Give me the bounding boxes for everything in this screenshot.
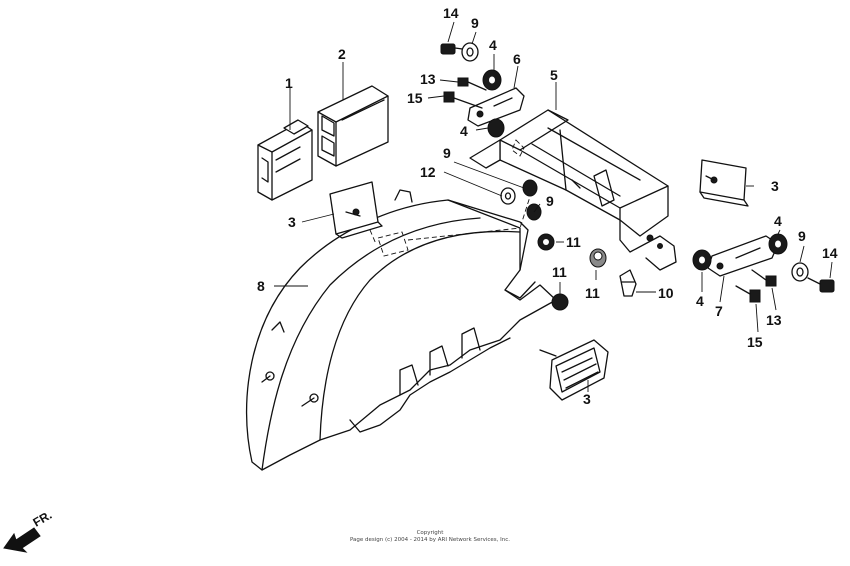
callout-11-c: 11	[552, 264, 567, 280]
callout-14-right: 14	[822, 245, 838, 261]
callout-10: 10	[658, 285, 674, 301]
copyright-line-1: Copyright	[416, 530, 444, 536]
callout-6: 6	[513, 51, 521, 67]
part-2-relay	[317, 85, 389, 167]
callout-8: 8	[257, 278, 265, 294]
callout-9-right: 9	[798, 228, 806, 244]
washer-9-top	[461, 42, 479, 62]
callout-3-reflector: 3	[583, 391, 591, 407]
washer-12	[500, 187, 516, 205]
callout-11-a: 11	[566, 234, 581, 250]
bolt-14-right	[807, 277, 835, 293]
part-3-pad-right	[699, 159, 749, 207]
callout-3-right: 3	[771, 178, 779, 194]
callout-14-top: 14	[443, 5, 459, 21]
callout-5: 5	[550, 67, 558, 83]
leader-lines	[274, 21, 833, 392]
callout-1: 1	[285, 75, 293, 91]
nut-11-c	[551, 293, 569, 311]
callout-4-right-b: 4	[774, 213, 782, 229]
bolt-15-top	[443, 91, 483, 109]
callout-3-left: 3	[288, 214, 296, 230]
copyright-line-2: Page design (c) 2004 - 2014 by ARI Netwo…	[349, 537, 511, 543]
callout-4-top: 4	[489, 37, 497, 53]
callout-9-low: 9	[546, 193, 554, 209]
callout-4-mid: 4	[460, 123, 468, 139]
front-direction-arrow: FR.	[3, 508, 55, 553]
clip-10	[619, 269, 637, 297]
nut-4-top	[482, 69, 502, 91]
callout-9-mid: 9	[443, 145, 451, 161]
part-1-cap	[257, 119, 313, 201]
callout-13-right: 13	[766, 312, 782, 328]
nut-4-right-b	[768, 233, 788, 255]
callout-13-top: 13	[420, 71, 436, 87]
bolt-13-right	[751, 269, 777, 287]
nut-4-right-a	[692, 249, 712, 271]
callout-11-b: 11	[585, 285, 600, 301]
callout-15-right: 15	[747, 334, 763, 350]
bolt-13-top	[457, 77, 487, 91]
part-3-pad-left	[329, 181, 383, 239]
callout-15-top: 15	[407, 90, 423, 106]
part-5-bracket	[469, 109, 677, 271]
washer-9-right	[791, 262, 809, 282]
part-6-plate	[467, 87, 525, 127]
copyright-notice: Copyright Page design (c) 2004 - 2014 by…	[300, 530, 560, 544]
callout-12: 12	[420, 164, 436, 180]
part-7-plate	[707, 235, 779, 277]
callout-4-right-a: 4	[696, 293, 704, 309]
callout-labels: 1 2 3 3 3 3 4 4 4 4 5 6 7 8 9 9 9 9 10 1…	[257, 5, 838, 407]
nut-11-a	[537, 233, 555, 251]
callout-7: 7	[715, 303, 723, 319]
nut-11-b	[589, 248, 607, 268]
part-3-reflector	[539, 339, 609, 401]
rear-fender	[245, 189, 557, 471]
front-direction-label: FR.	[31, 508, 55, 530]
callout-2: 2	[338, 46, 346, 62]
callout-9-top: 9	[471, 15, 479, 31]
nut-4-mid	[487, 118, 505, 138]
bolt-15-right	[735, 285, 761, 303]
nut-9-a	[522, 179, 538, 197]
